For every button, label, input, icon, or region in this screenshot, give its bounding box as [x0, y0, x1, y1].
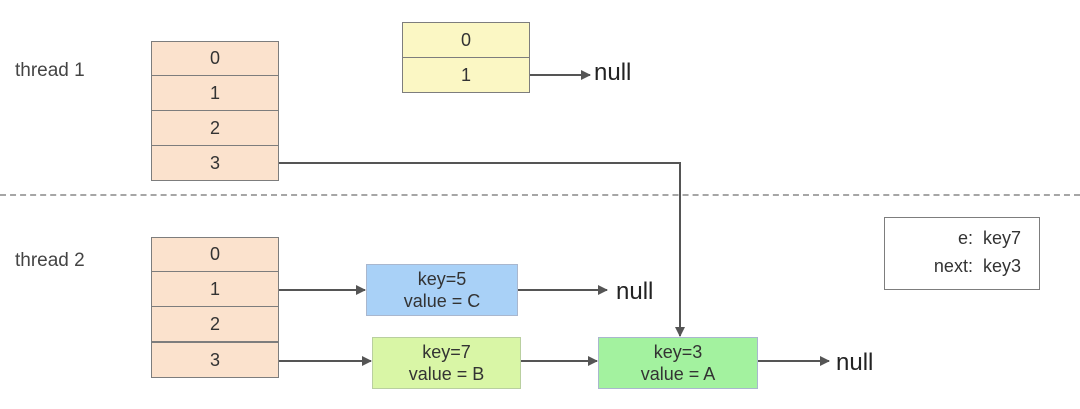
thread-2-bucket-3: 3 — [151, 342, 279, 378]
legend-e-value: key7 — [982, 228, 1021, 248]
legend-e-label: e: — [957, 228, 973, 248]
thread-1-bucket-0: 0 — [151, 41, 279, 76]
legend-e-row: e: key7 — [958, 228, 1021, 249]
node-key-5-value: value = C — [403, 291, 481, 311]
thread-2-bucket-2: 2 — [151, 306, 279, 342]
legend-next-label: next: — [933, 256, 973, 276]
thread-divider — [0, 194, 1080, 196]
node-key-5-null-label: null — [616, 278, 654, 305]
thread-1-bucket-1: 1 — [151, 75, 279, 111]
pointer-legend: e: key7 next: key3 — [884, 217, 1040, 290]
node-key-7-key: key=7 — [422, 342, 471, 362]
node-key-7: key=7 value = B — [372, 337, 521, 389]
node-key-5-key: key=5 — [417, 269, 467, 289]
node-key-3-null-label: null — [836, 349, 874, 376]
thread-2-label: thread 2 — [15, 250, 85, 271]
thread-1-bucket-3: 3 — [151, 145, 279, 181]
node-key-7-value: value = B — [408, 364, 485, 384]
node-key-3-value: value = A — [640, 364, 716, 384]
new-table-null-label: null — [594, 59, 632, 86]
node-key-3: key=3 value = A — [598, 337, 758, 389]
thread-1-bucket-3-to-key-3-arrow — [279, 162, 685, 337]
new-table-bucket-1: 1 — [402, 57, 530, 93]
thread-2-bucket-1: 1 — [151, 271, 279, 307]
node-key-3-key: key=3 — [653, 342, 703, 362]
node-key-5: key=5 value = C — [366, 264, 518, 316]
thread-1-label: thread 1 — [15, 60, 85, 81]
new-table-bucket-0: 0 — [402, 22, 530, 58]
legend-next-row: next: key3 — [934, 256, 1021, 277]
legend-next-value: key3 — [982, 256, 1021, 276]
thread-2-bucket-0: 0 — [151, 237, 279, 272]
